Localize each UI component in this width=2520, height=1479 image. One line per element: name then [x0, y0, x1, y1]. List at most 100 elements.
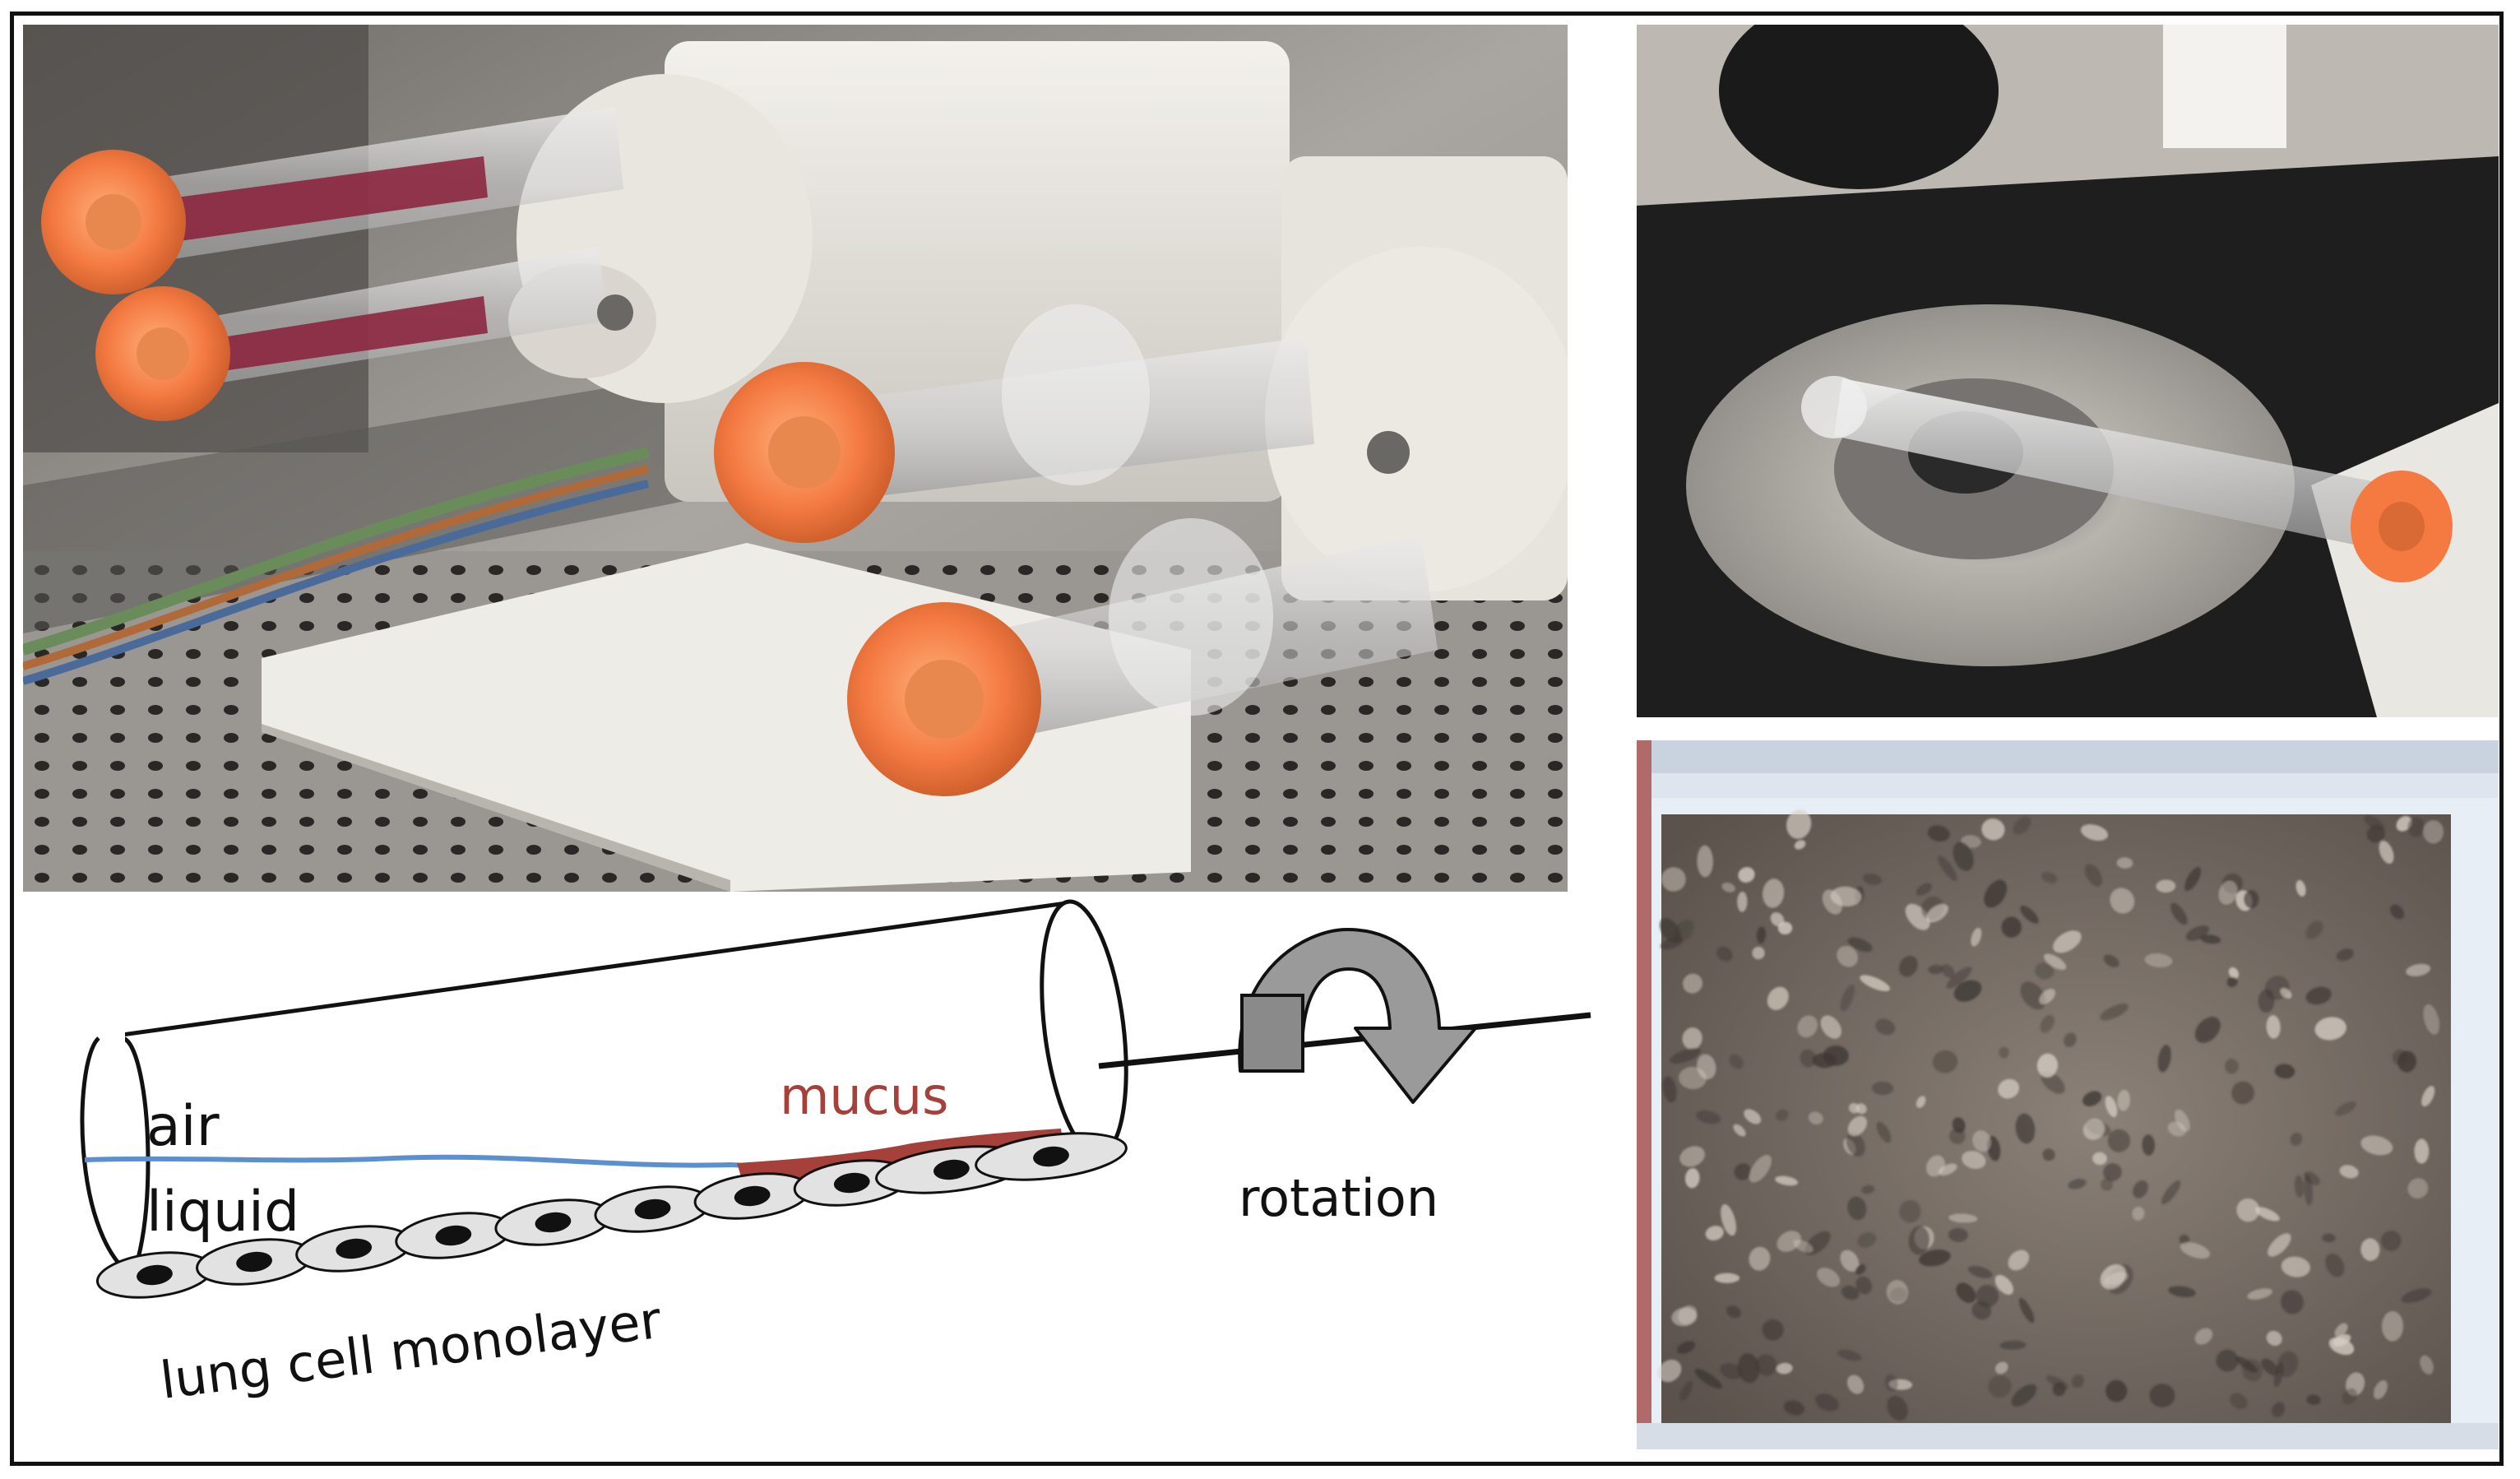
cell-blob	[1967, 1265, 1993, 1278]
cell-blob	[2039, 988, 2056, 1004]
cell-blob	[1670, 1047, 1702, 1064]
cell-blob	[1714, 1273, 1740, 1283]
cell-blob	[1817, 1268, 1841, 1287]
cell-blob	[2231, 1081, 2254, 1105]
cell-blob	[2295, 1175, 2305, 1198]
cell-blob	[2013, 816, 2031, 835]
cell-blob	[2342, 1388, 2357, 1405]
cell-blob	[1770, 912, 1785, 927]
cell-blob	[1837, 1349, 1862, 1361]
rotator-photo	[23, 25, 1568, 892]
cell-blob	[2068, 1178, 2087, 1189]
rotation-label: rotation	[1239, 1168, 1438, 1228]
cell-blob	[2247, 1288, 2272, 1300]
cell-blob	[2110, 888, 2135, 914]
cell-blob	[1953, 980, 1982, 1002]
cell-blob	[2339, 1165, 2359, 1179]
cell-blob	[1786, 809, 1812, 839]
cell-blob	[2042, 1148, 2055, 1161]
cell-blob	[1949, 1128, 1966, 1144]
cell-blob	[1862, 873, 1882, 885]
cell-blob	[1800, 1049, 1817, 1068]
cell-blob	[2100, 1004, 2129, 1021]
cell-blob	[1946, 967, 1972, 989]
cell-blob	[2216, 1349, 2239, 1372]
cell-blob	[2100, 1264, 2126, 1290]
cell-blob	[1738, 867, 1755, 883]
cell-blob	[2185, 925, 2210, 941]
cell-blob	[1767, 986, 1789, 1010]
cell-blob	[1988, 1375, 2012, 1398]
cell-blob	[1657, 1359, 1682, 1383]
cell-blob	[2020, 906, 2039, 924]
cell-blob	[1837, 945, 1859, 967]
lung-cell	[494, 1198, 612, 1246]
cell-blob	[2406, 963, 2431, 976]
cell-blob	[2281, 1256, 2310, 1277]
cell-blob	[1918, 1250, 1951, 1267]
cell-blob	[1908, 1226, 1930, 1255]
cell-blob	[1696, 1110, 1721, 1124]
cell-blob	[2200, 934, 2221, 944]
cell-blob	[2423, 819, 2444, 844]
cell-blob	[1678, 1066, 1707, 1090]
cell-blob	[2132, 1206, 2145, 1221]
cell-blob	[1705, 1226, 1724, 1241]
cell-blob	[1749, 1246, 1771, 1271]
cell-blob	[2381, 1310, 2404, 1342]
cell-blob	[2421, 1086, 2435, 1107]
cell-blob	[1734, 1163, 1752, 1180]
rotation-arrow-icon	[1238, 928, 1477, 1104]
cell-blob	[1981, 818, 2005, 841]
cell-blob	[1972, 1130, 1991, 1152]
cell-blob	[2144, 953, 2173, 968]
cell-blob	[1797, 1015, 1818, 1038]
cell-blob	[2040, 1014, 2054, 1033]
cell-blob	[1915, 1096, 1926, 1108]
cell-blob	[1661, 867, 1686, 892]
cell-blob	[2364, 815, 2385, 832]
cell-blob	[1808, 1111, 1823, 1125]
cell-blob	[1694, 1369, 1722, 1389]
cell-blob	[1941, 964, 1955, 978]
cell-blob	[2105, 1096, 2118, 1118]
cell-blob	[2254, 1207, 2280, 1222]
cell-blob	[1776, 1362, 1793, 1375]
cell-blob	[1887, 1395, 1908, 1421]
cell-blob	[1976, 1284, 1999, 1308]
cell-blob	[2381, 1231, 2402, 1251]
cell-blob	[2105, 1379, 2128, 1402]
cell-blob	[2035, 962, 2054, 980]
cell-blob	[2168, 1286, 2196, 1298]
cell-blob	[1956, 1282, 1976, 1303]
cell-blob	[2401, 1288, 2432, 1303]
cell-blob	[2281, 1290, 2304, 1314]
cell-blob	[1875, 1018, 1896, 1036]
cell-blob	[2235, 1356, 2258, 1373]
cell-blob	[1716, 946, 1733, 962]
cell-blob	[1846, 1375, 1865, 1394]
liquid-label: liquid	[146, 1180, 299, 1245]
cell-blob	[2305, 920, 2323, 939]
cell-blob	[2082, 1091, 2102, 1106]
cell-blob	[1948, 1227, 1968, 1242]
cell-blob	[2379, 841, 2394, 865]
cell-blob	[2314, 1017, 2346, 1041]
lung-cell	[975, 1132, 1128, 1181]
cell-blob	[1752, 946, 1765, 960]
cell-blob	[1871, 1081, 1894, 1096]
air-label: air	[146, 1094, 220, 1159]
cell-blob	[1899, 1199, 1921, 1223]
cell-blob	[2170, 902, 2188, 925]
mucus-label: mucus	[780, 1066, 948, 1126]
cell-blob	[1762, 1319, 1784, 1341]
cell-blob	[1855, 1263, 1866, 1275]
cell-blob	[2194, 1017, 2221, 1043]
cell-blob	[2046, 1375, 2068, 1389]
cell-blob	[1749, 1154, 1772, 1183]
cell-blob	[2230, 1393, 2248, 1410]
tube-open-end	[1040, 899, 1128, 1157]
cell-blob	[1744, 1109, 1762, 1124]
cell-blob	[1775, 1175, 1799, 1186]
air-liquid-interface	[84, 1154, 764, 1169]
